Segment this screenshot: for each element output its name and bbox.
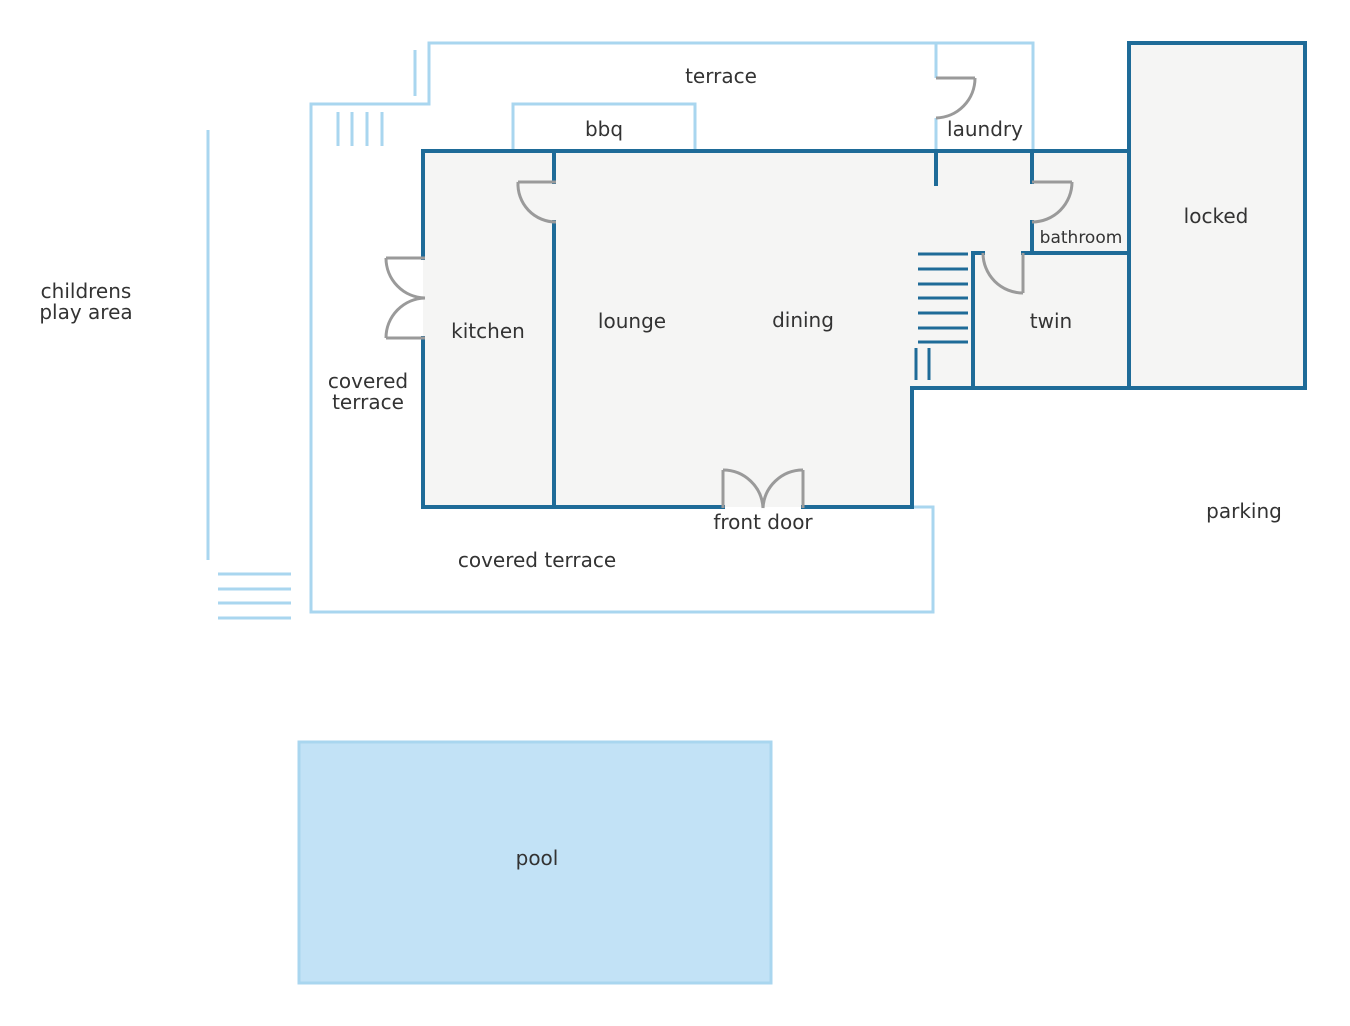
- lounge-dining-fill: [554, 151, 1032, 507]
- locked-room-fill: [1129, 43, 1305, 388]
- bathroom-fill: [1032, 151, 1129, 253]
- room-fills: [423, 43, 1305, 507]
- labels: terrace bbq laundry locked bathroom chil…: [39, 64, 1282, 870]
- covered-terrace-front-label: covered terrace: [458, 548, 616, 572]
- steps-bottom-left: [218, 572, 291, 620]
- locked-label: locked: [1184, 204, 1249, 228]
- staircase: [914, 252, 968, 380]
- covered-terrace-side-label-line2: terrace: [332, 390, 404, 414]
- bbq-label: bbq: [585, 117, 623, 141]
- laundry-label: laundry: [947, 117, 1023, 141]
- interior-walls: [421, 41, 1307, 509]
- kitchen-lounge-door: [516, 180, 557, 224]
- steps-top: [336, 112, 384, 146]
- twin-label: twin: [1030, 309, 1072, 333]
- parking-label: parking: [1206, 499, 1282, 523]
- childrens-play-area-label-line1: childrens: [41, 279, 132, 303]
- front-double-door: [721, 468, 805, 509]
- exterior-outlines: [206, 41, 1035, 614]
- childrens-play-area-label-line2: play area: [39, 300, 132, 324]
- front-door-label: front door: [713, 510, 813, 534]
- covered-terrace-side-label-line1: covered: [328, 369, 408, 393]
- twin-door: [981, 252, 1025, 295]
- locked-room-walls: [1127, 41, 1307, 390]
- kitchen-side-double-door: [384, 256, 426, 340]
- kitchen-label: kitchen: [451, 319, 525, 343]
- pool-label: pool: [516, 846, 559, 870]
- terrace-label: terrace: [685, 64, 757, 88]
- dining-label: dining: [772, 308, 834, 332]
- bbq-outline: [511, 102, 697, 151]
- kitchen-fill: [423, 151, 554, 507]
- doors: [384, 76, 1074, 509]
- terrace-outline: [309, 41, 1035, 614]
- bathroom-door: [1031, 180, 1074, 224]
- laundry-door: [935, 76, 977, 120]
- twin-fill: [973, 253, 1129, 388]
- bathroom-label: bathroom: [1040, 228, 1123, 248]
- lounge-label: lounge: [598, 309, 666, 333]
- pool: [297, 740, 773, 985]
